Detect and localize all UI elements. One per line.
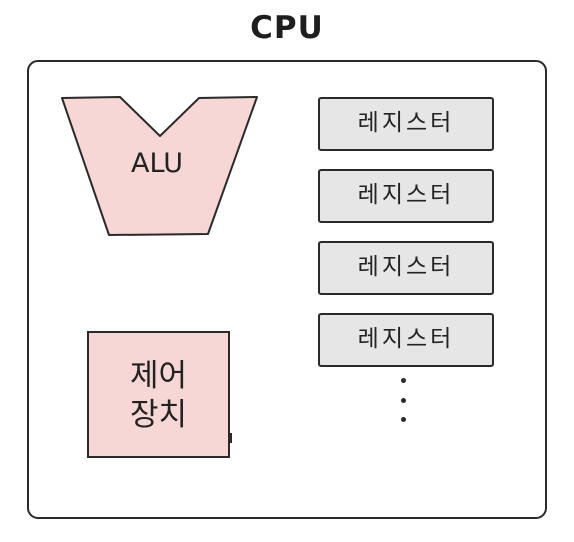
control-unit-label-line1: 제어 xyxy=(129,358,188,394)
vertical-ellipsis-icon xyxy=(398,378,410,428)
alu-shape xyxy=(61,96,258,236)
register-1: 레지스터 xyxy=(318,97,494,151)
register-2: 레지스터 xyxy=(318,169,494,223)
ellipsis-dot xyxy=(401,417,406,422)
ellipsis-dot xyxy=(401,398,406,403)
control-unit: 제어 장치 xyxy=(87,331,230,458)
ellipsis-dot xyxy=(401,378,406,383)
register-3: 레지스터 xyxy=(318,241,494,295)
register-4: 레지스터 xyxy=(318,313,494,367)
alu-label: ALU xyxy=(131,148,183,179)
control-unit-label-line2: 장치 xyxy=(129,397,188,433)
cpu-title: CPU xyxy=(250,10,324,46)
sketch-mark xyxy=(230,433,232,443)
sketch-mark xyxy=(545,437,547,451)
